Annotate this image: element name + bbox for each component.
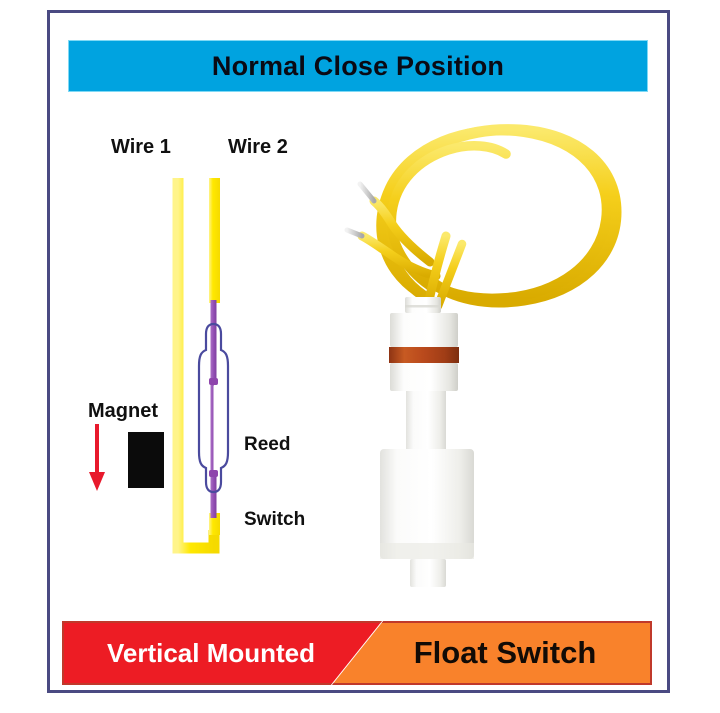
footer-banner: Vertical Mounted Float Switch (62, 621, 652, 685)
magnet-label: Magnet (88, 400, 158, 422)
footer-right-label: Float Switch (413, 635, 597, 670)
wire-2-label: Wire 2 (228, 136, 288, 158)
footer-left-label: Vertical Mounted (106, 637, 316, 668)
footer-right-banner: Float Switch (332, 621, 652, 685)
header-banner: Normal Close Position (68, 40, 648, 92)
wire-1-label: Wire 1 (111, 136, 171, 158)
footer-left-banner: Vertical Mounted (62, 621, 382, 685)
outer-frame (47, 10, 670, 693)
header-title: Normal Close Position (211, 50, 505, 81)
reed-switch-label-line1: Reed (244, 434, 291, 455)
reed-switch-label-line2: Switch (244, 509, 306, 530)
reed-switch-label: Reed Switch (244, 382, 305, 582)
